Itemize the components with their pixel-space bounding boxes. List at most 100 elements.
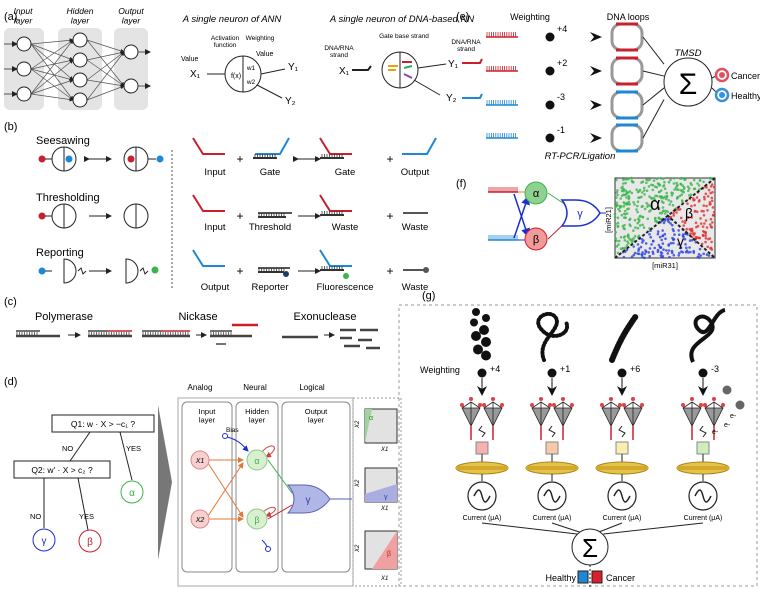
q1-box xyxy=(51,414,155,433)
ann-value-in: Value xyxy=(181,56,198,63)
svg-text:+: + xyxy=(386,209,393,223)
e-rows: +4+2-3-1 xyxy=(486,22,665,153)
hidden-alpha-node xyxy=(246,449,268,471)
svg-text:X1: X1 xyxy=(380,576,388,582)
e-dna-loop xyxy=(610,90,644,120)
b-item-label: Input xyxy=(204,167,225,178)
f-scatter: α β γ xyxy=(613,176,716,260)
ann-title: A single neuron of ANN xyxy=(182,14,282,25)
svg-text:+: + xyxy=(236,264,243,278)
electrons: e- e- e- xyxy=(712,385,745,436)
panel-b-label: (b) xyxy=(4,121,17,133)
svg-text:+: + xyxy=(386,152,393,166)
row-title-thresholding: Thresholding xyxy=(36,192,100,204)
electron-1: e- xyxy=(730,413,737,420)
q2-text: Q2: w' · X > c₂ ? xyxy=(31,465,93,475)
g-weight-dot xyxy=(477,368,487,378)
g-weighting: Weighting xyxy=(420,365,460,375)
svg-text:β: β xyxy=(87,537,93,548)
svg-text:X2: X2 xyxy=(355,544,361,553)
ann-y2: Y₂ xyxy=(285,96,296,107)
ann-x1: X₁ xyxy=(190,69,201,80)
ann-fx: f(x) xyxy=(231,73,241,80)
reporter-node-1 xyxy=(63,258,77,284)
e-tmsd: TMSD xyxy=(675,48,702,59)
svg-text:X1: X1 xyxy=(380,506,388,512)
e-dna-loop xyxy=(610,56,644,86)
q1-yes: YES xyxy=(126,444,141,453)
q2-yes: YES xyxy=(79,512,94,521)
b-item-label: Reporter xyxy=(252,282,289,293)
e-weight-dot xyxy=(545,100,555,110)
row-title-reporting: Reporting xyxy=(36,247,84,259)
panel-f: (f) α β γ α β γ [miR21] [miR31] xyxy=(456,176,716,270)
dna-input-strand xyxy=(352,65,372,71)
nn-node xyxy=(72,72,88,88)
g-weight-value: +1 xyxy=(560,364,570,374)
dna-out1-line xyxy=(417,63,447,69)
panel-e-label: (e) xyxy=(456,11,469,23)
e-weighting: Weighting xyxy=(510,12,550,22)
panel-a-label: (a) xyxy=(4,11,17,23)
svg-text:α: α xyxy=(129,488,135,499)
ann-w2: w2 xyxy=(246,79,256,86)
e-dna-loop xyxy=(610,22,644,52)
nn-node xyxy=(72,32,88,48)
panel-b: (b) Seesawing Thresholding Reporting xyxy=(4,121,437,293)
b-item-label: Input xyxy=(204,222,225,233)
b-item-label: Waste xyxy=(402,282,429,293)
or-gate xyxy=(286,484,331,514)
b-item-label: Waste xyxy=(402,222,429,233)
g-redox-tag xyxy=(696,441,710,455)
d-connections xyxy=(205,433,293,552)
f-alpha-region: α xyxy=(650,194,660,214)
alpha-node xyxy=(120,480,144,504)
electron-2: e- xyxy=(724,422,731,429)
plots-frame xyxy=(352,397,402,587)
dna-y1: Y₁ xyxy=(448,59,459,70)
e-sigma: Σ xyxy=(679,68,698,101)
g-current-label: Current (μA) xyxy=(463,515,502,522)
svg-text:β: β xyxy=(387,551,391,558)
fluorescence-dot xyxy=(151,266,159,274)
output-layer-box xyxy=(281,401,351,573)
plot-gamma: γ X2 X1 xyxy=(355,467,398,512)
nn-node xyxy=(72,92,88,108)
panel-c: (c) Polymerase Nickase Exonuclease xyxy=(4,296,380,350)
f-beta-region: β xyxy=(685,205,693,221)
ann-output1-line xyxy=(260,68,286,75)
e-weight-value: +2 xyxy=(557,58,567,68)
gate-base-label: Gate base strand xyxy=(379,33,429,40)
b-item-label: Output xyxy=(401,167,430,178)
output-layer-band xyxy=(114,28,148,110)
ann-w1: w1 xyxy=(246,65,256,72)
g-dna-shape xyxy=(609,313,639,363)
f-ylabel: [miR21] xyxy=(604,207,613,233)
dna-y1-strand xyxy=(462,58,483,64)
b-item-label: Waste xyxy=(332,222,359,233)
x1-node xyxy=(190,450,210,470)
q1-no: NO xyxy=(62,444,73,453)
svg-text:X2: X2 xyxy=(355,479,361,488)
e-weight-value: +4 xyxy=(557,24,567,34)
reporter-node-2 xyxy=(125,258,139,284)
e-weight-dot xyxy=(545,32,555,42)
nn-node xyxy=(123,44,139,60)
g-healthy: Healthy xyxy=(545,573,576,583)
e-dna-loop xyxy=(610,123,644,153)
svg-text:α: α xyxy=(254,456,259,466)
q2-box xyxy=(13,460,111,479)
enzyme-exonuclease: Exonuclease xyxy=(294,311,357,323)
g-weight-value: -3 xyxy=(711,364,719,374)
panel-e: (e) Weighting DNA loops +4+2-3-1 Σ TMSD … xyxy=(456,11,760,162)
svg-text:+: + xyxy=(236,152,243,166)
b-item-label: Threshold xyxy=(249,222,291,233)
f-xlabel: [miR31] xyxy=(652,261,678,270)
ann-output2-line xyxy=(256,84,283,99)
